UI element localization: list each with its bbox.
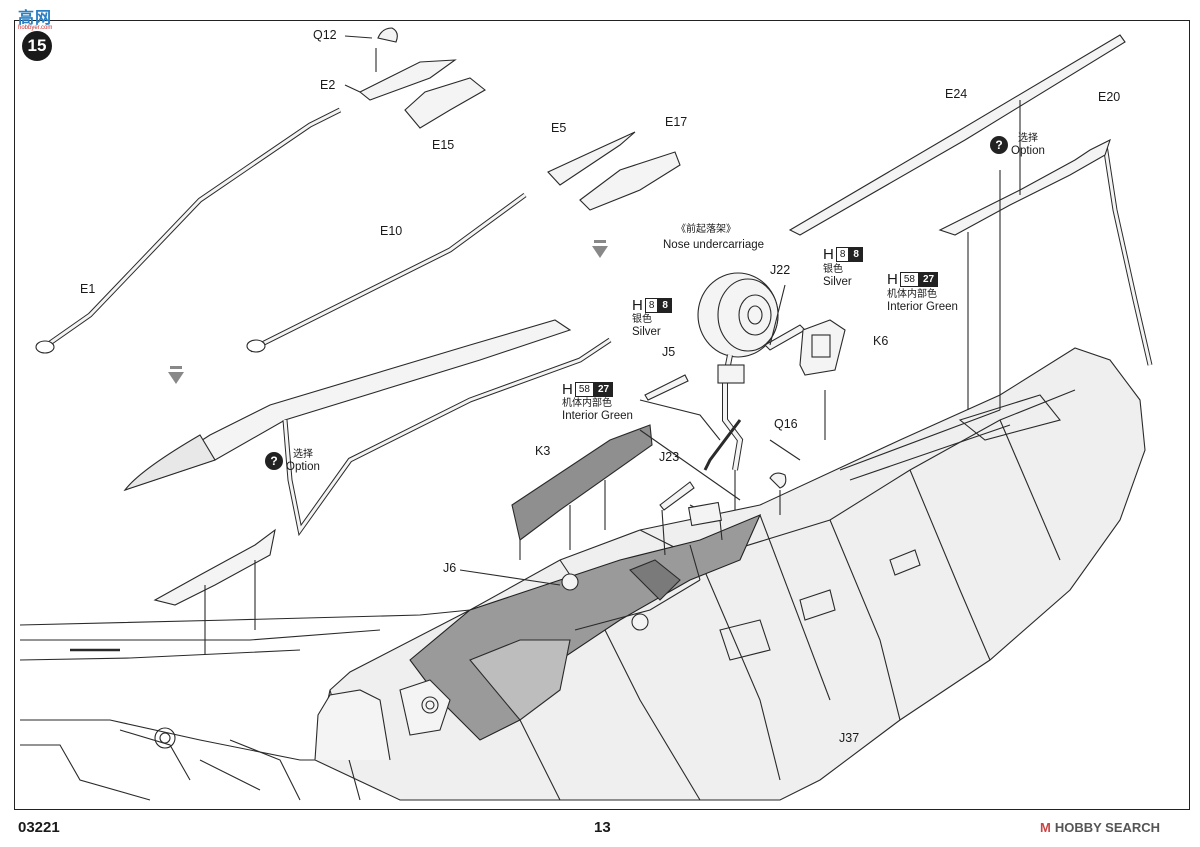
page-number: 13 — [594, 819, 611, 836]
label-k6: K6 — [873, 334, 889, 348]
label-j22: J22 — [770, 263, 791, 277]
wing-surface — [19, 609, 471, 626]
paint-silver-left-en: Silver — [632, 326, 661, 338]
label-j5: J5 — [662, 345, 676, 359]
paint-alt-code: 8 — [849, 247, 863, 262]
part-e1-rod — [38, 107, 342, 353]
label-e20: E20 — [1098, 90, 1121, 104]
watermark: M HOBBY SEARCH — [1040, 820, 1160, 835]
paint-silver-right-en: Silver — [823, 276, 852, 288]
label-q16: Q16 — [774, 417, 798, 431]
site-logo: 高网 hobbyer.com — [18, 4, 52, 31]
option-left-en: Option — [286, 461, 320, 473]
down-arrow-icon — [168, 366, 184, 384]
part-e15 — [404, 77, 486, 129]
paint-green-right-cn: 机体内部色 — [887, 289, 937, 300]
part-k3 — [511, 424, 653, 541]
option-right-cn: 选择 — [1018, 133, 1038, 144]
option-question-icon: ? — [990, 136, 1008, 154]
paint-silver-left-cn: 银色 — [632, 314, 652, 325]
label-e15: E15 — [432, 138, 455, 152]
label-e1: E1 — [80, 282, 96, 296]
paint-green-left-cn: 机体内部色 — [562, 398, 612, 409]
assembly-label-cn: 《前起落架》 — [676, 224, 736, 235]
paint-code: 8 — [644, 298, 659, 313]
paint-letter: H — [823, 246, 834, 263]
part-j23 — [659, 481, 695, 511]
paint-alt-code: 27 — [918, 272, 939, 287]
paint-green-left-en: Interior Green — [562, 410, 633, 422]
part-e2 — [358, 59, 457, 101]
part-e10-rod — [248, 192, 527, 353]
watermark-text: HOBBY SEARCH — [1054, 820, 1161, 835]
label-j37: J37 — [839, 731, 860, 745]
nose-gear-assembly — [697, 272, 779, 471]
option-left-cn: 选择 — [293, 449, 313, 460]
paint-alt-code: 8 — [658, 298, 672, 313]
label-k3: K3 — [535, 444, 551, 458]
part-e5 — [547, 131, 636, 186]
label-j23: J23 — [659, 450, 680, 464]
paint-silver-right-cn: 银色 — [823, 264, 843, 275]
option-question-icon: ? — [265, 452, 283, 470]
assembly-label-en: Nose undercarriage — [663, 239, 765, 251]
paint-green-right: H 58 27 — [887, 271, 939, 288]
option-assembly-left — [124, 319, 572, 491]
part-q12 — [377, 27, 398, 43]
logo-text: 高网 — [18, 10, 53, 27]
part-j5 — [644, 374, 689, 401]
part-q16 — [769, 472, 787, 489]
kit-number: 03221 — [18, 819, 60, 836]
paint-letter: H — [632, 297, 643, 314]
paint-letter: H — [887, 271, 898, 288]
label-e10: E10 — [380, 224, 403, 238]
watermark-mark-icon: M — [1040, 820, 1051, 835]
paint-silver-right: H 8 8 — [823, 246, 863, 263]
paint-code: 58 — [574, 382, 594, 397]
paint-code: 58 — [899, 272, 919, 287]
label-e2: E2 — [320, 78, 336, 92]
part-e17 — [579, 151, 681, 211]
page-frame — [14, 20, 1190, 810]
part-k6 — [799, 319, 846, 376]
logo-subtext: hobbyer.com — [18, 25, 53, 31]
paint-code: 8 — [835, 247, 850, 262]
part-j6 — [561, 573, 579, 591]
label-e17: E17 — [665, 115, 688, 129]
paint-letter: H — [562, 381, 573, 398]
label-e5: E5 — [551, 121, 567, 135]
down-arrow-icon — [592, 240, 608, 258]
part-e24 — [788, 34, 1126, 236]
step-badge-icon: 15 — [22, 31, 52, 61]
option-right-en: Option — [1011, 145, 1045, 157]
paint-silver-left: H 8 8 — [632, 297, 672, 314]
label-e24: E24 — [945, 87, 968, 101]
paint-green-right-en: Interior Green — [887, 301, 958, 313]
label-q12: Q12 — [313, 28, 337, 42]
paint-green-left: H 58 27 — [562, 381, 614, 398]
label-j6: J6 — [443, 561, 457, 575]
paint-alt-code: 27 — [593, 382, 614, 397]
